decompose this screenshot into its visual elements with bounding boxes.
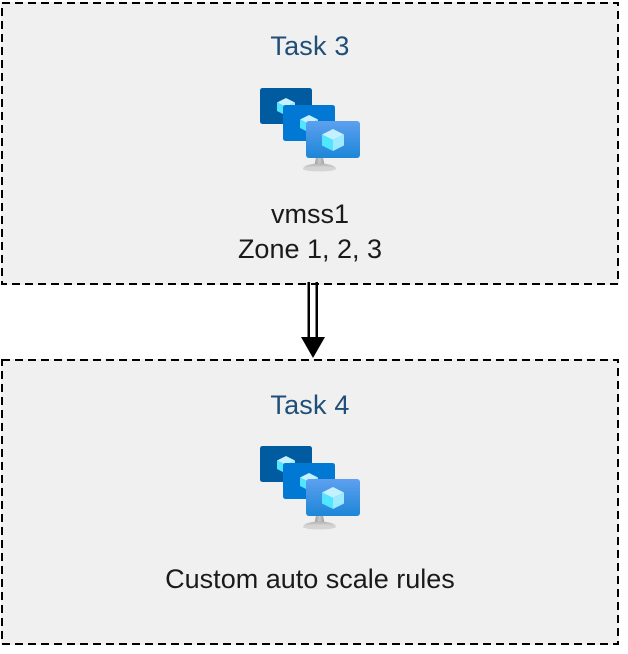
task-box-task4[interactable]: Task 4 bbox=[1, 359, 619, 645]
double-line-arrow-connector bbox=[301, 282, 325, 358]
caption-line2-task3: Zone 1, 2, 3 bbox=[237, 234, 383, 264]
caption-line1-task4: Custom auto scale rules bbox=[165, 564, 455, 594]
caption-line1-task3: vmss1 bbox=[270, 199, 349, 229]
azure-vm-scale-set-icon-task4 bbox=[260, 446, 360, 530]
azure-vm-scale-set-icon-task3 bbox=[260, 88, 360, 172]
task-title-task4: Task 4 bbox=[270, 390, 350, 420]
task-title-task3: Task 3 bbox=[270, 31, 350, 61]
caption-task4: Custom auto scale rules bbox=[165, 562, 455, 597]
caption-task3: vmss1 Zone 1, 2, 3 bbox=[238, 197, 382, 267]
task-box-task3[interactable]: Task 3 bbox=[1, 2, 619, 285]
